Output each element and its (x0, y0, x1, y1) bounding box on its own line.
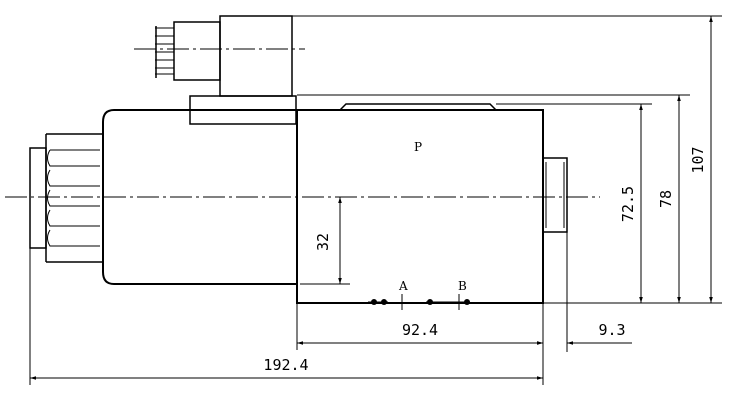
extension-lines (29, 15, 722, 385)
coil-housing (102, 109, 298, 285)
port-b-label: B (458, 279, 467, 293)
dim-body-height: 72.5 (619, 104, 643, 303)
dim-body-length-value: 92.4 (402, 321, 438, 339)
port-p-label: P (414, 140, 422, 154)
manual-override-cap (29, 133, 103, 263)
connector-plug (155, 15, 297, 125)
dim-body-height-value: 72.5 (619, 186, 637, 222)
dim-coil-height-value: 78 (657, 190, 675, 208)
dim-nut-protrusion-value: 9.3 (598, 321, 625, 339)
valve-body (296, 103, 568, 304)
dim-axis-height: 32 (300, 197, 350, 285)
dim-axis-height-value: 32 (314, 233, 332, 251)
dim-nut-protrusion: 9.3 (520, 321, 632, 345)
port-a: A (368, 279, 408, 310)
port-b: B (426, 279, 470, 310)
dim-body-length: 92.4 (297, 321, 543, 345)
dim-overall-length: 192.4 (30, 356, 543, 380)
dim-total-height-value: 107 (689, 146, 707, 173)
dim-overall-length-value: 192.4 (263, 356, 308, 374)
port-a-label: A (398, 279, 408, 293)
dim-coil-height: 78 (657, 95, 681, 303)
dim-total-height: 107 (689, 16, 713, 303)
